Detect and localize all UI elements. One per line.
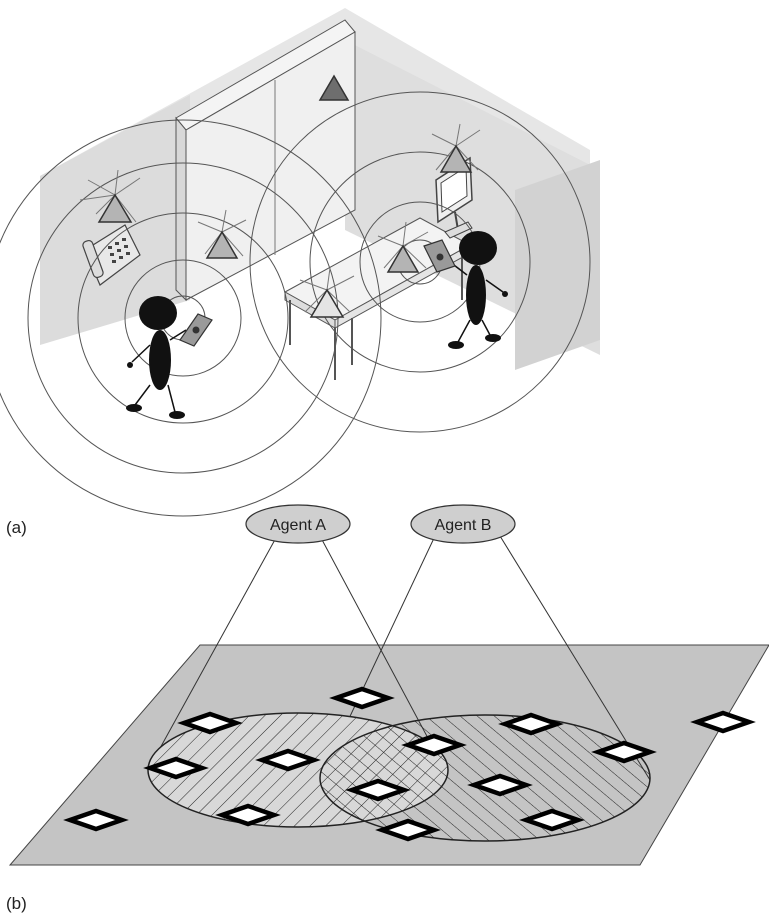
- sensor-node: [177, 711, 243, 735]
- sensor-node: [255, 748, 321, 772]
- sensor-triangle: [197, 209, 247, 259]
- tablet-right: [423, 239, 456, 273]
- sensor-node: [329, 686, 395, 710]
- sensor-node: [345, 778, 411, 802]
- sensor-nodes: [63, 686, 756, 842]
- agent-b-bubble: Agent B: [410, 504, 516, 544]
- coverage-area-b: [319, 714, 651, 842]
- sensor-node: [591, 740, 657, 764]
- person-right: [448, 231, 508, 349]
- sensor-triangle-dark: [318, 74, 350, 101]
- sensor-node: [690, 710, 756, 734]
- sensor-node: [63, 808, 129, 832]
- sensor-triangle: [79, 169, 141, 223]
- agent-a-label: Agent A: [270, 517, 326, 534]
- person-left: [126, 296, 187, 419]
- signal-circles: [0, 91, 591, 517]
- panel-a-scene: [0, 8, 600, 517]
- sensor-node: [519, 808, 585, 832]
- sensor-node: [401, 733, 467, 757]
- right-wall: [515, 160, 600, 370]
- agent-b-label: Agent B: [435, 517, 492, 534]
- tablet-left: [179, 313, 213, 347]
- sensor-node: [215, 803, 281, 827]
- sensor-node: [498, 712, 564, 736]
- panel-b-label: (b): [6, 894, 27, 913]
- agent-a-bubble: Agent A: [245, 504, 351, 544]
- sensor-node: [143, 756, 209, 780]
- sensor-triangle: [299, 267, 355, 318]
- sensor-node: [375, 818, 441, 842]
- panel-b-scene: Agent A Agent B: [8, 504, 769, 866]
- sensor-triangle: [431, 123, 481, 173]
- sensor-triangle: [377, 221, 429, 273]
- panel-a-label: (a): [6, 518, 27, 537]
- sensor-node: [467, 773, 533, 797]
